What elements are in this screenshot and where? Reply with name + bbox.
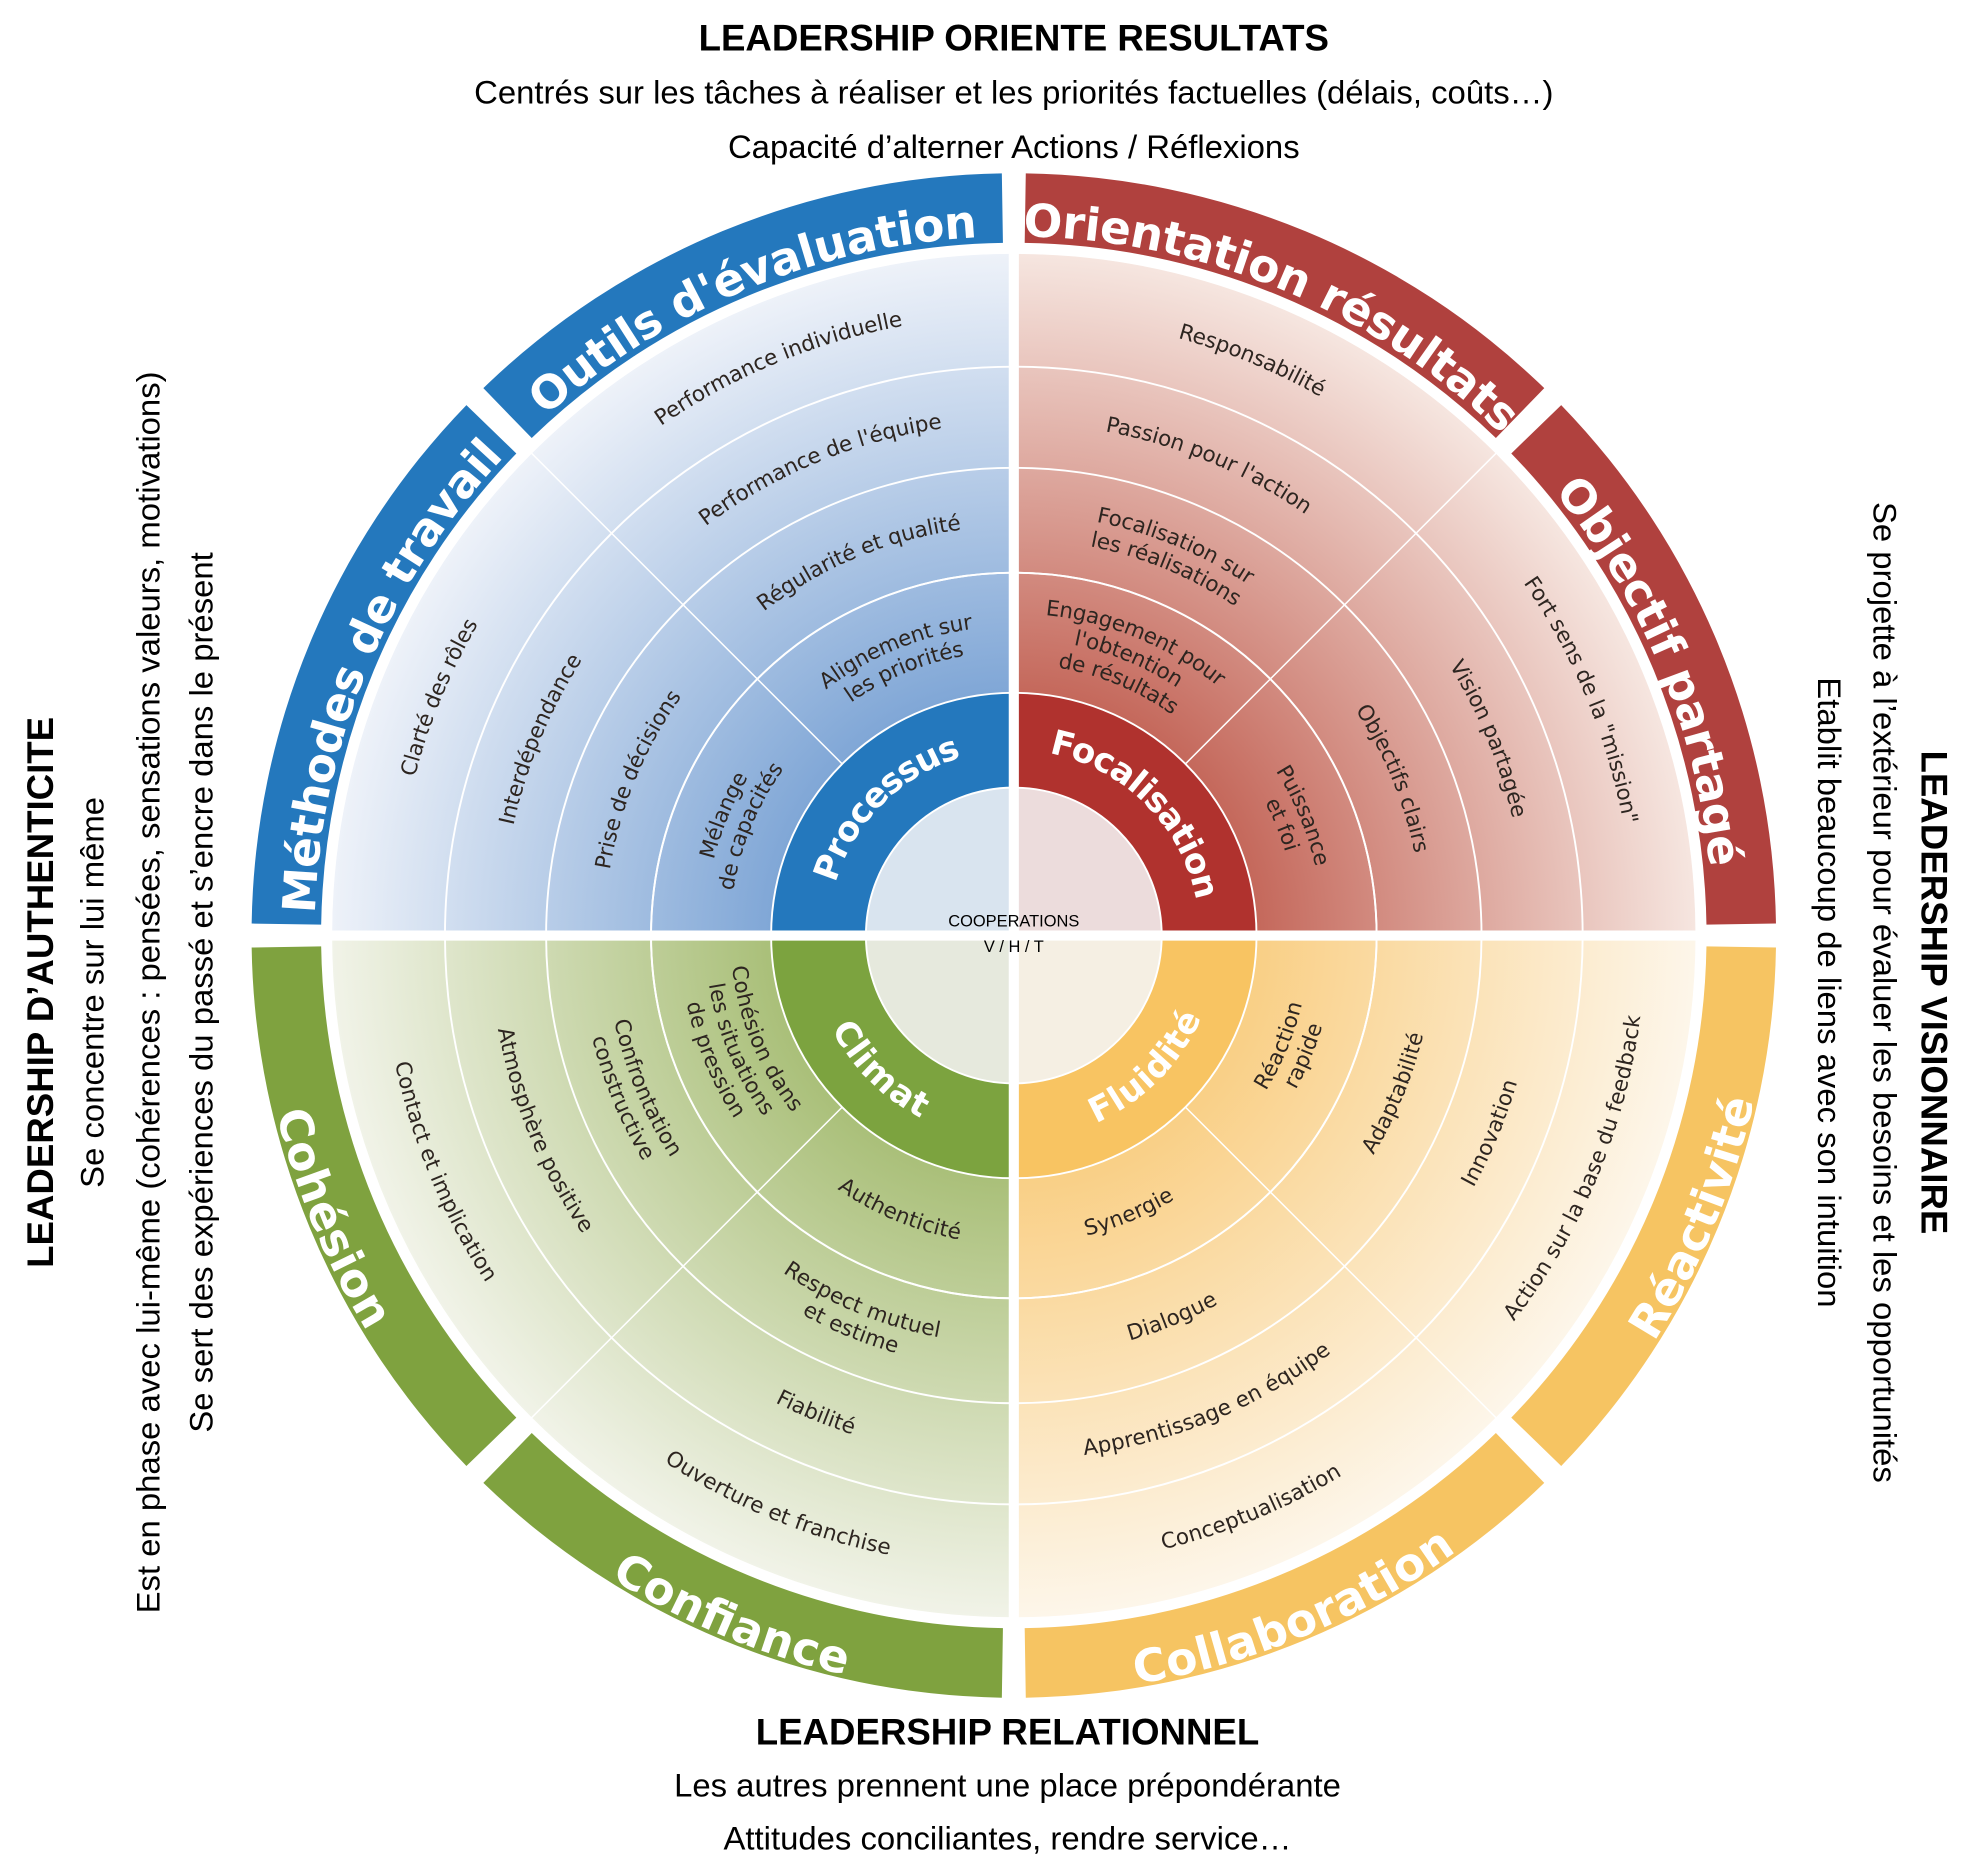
ring-segment[interactable] <box>546 935 1014 1404</box>
diagonal-divider <box>1184 452 1498 765</box>
band-segment[interactable] <box>1511 405 1776 925</box>
band-segment[interactable] <box>1024 173 1545 439</box>
diagonal-divider <box>530 452 843 765</box>
right-line-2: Etablit beaucoup de liens avec son intui… <box>1811 677 1848 1307</box>
top-line-1: Centrés sur les tâches à réaliser et les… <box>474 74 1553 111</box>
center-subtitle: V / H / T <box>984 938 1044 956</box>
right-line-1: Se projette à l’extérieur pour évaluer l… <box>1866 502 1903 1483</box>
ring-segment[interactable] <box>546 467 1014 936</box>
center-hub-quarter <box>865 935 1014 1084</box>
ring-segment[interactable] <box>331 252 1014 936</box>
ring-segment[interactable] <box>1013 252 1697 936</box>
quadrant-top-right <box>1013 173 1776 936</box>
bottom-line-2: Attitudes conciliantes, rendre service… <box>723 1819 1291 1856</box>
ring-segment[interactable] <box>331 935 1014 1619</box>
ring-segment[interactable] <box>1013 935 1697 1619</box>
bottom-caption: LEADERSHIP RELATIONNEL Les autres prenne… <box>674 1712 1341 1857</box>
center-hub-text: COOPERATIONS V / H / T <box>948 913 1079 956</box>
left-line-2: Est en phase avec lui-même (cohérences :… <box>129 371 166 1613</box>
band-segment[interactable] <box>251 946 517 1466</box>
right-caption: LEADERSHIP VISIONNAIRE Se projette à l’e… <box>1811 502 1955 1483</box>
diagonal-divider <box>1184 1106 1498 1419</box>
ring-segment[interactable] <box>1013 935 1482 1404</box>
core-segment-focalisation[interactable] <box>1013 692 1257 936</box>
core-segment-processus[interactable] <box>771 692 1014 936</box>
ring-segment[interactable] <box>1013 467 1482 936</box>
left-caption: LEADERSHIP D’AUTHENTICITE Se concentre s… <box>20 371 219 1613</box>
center-title: COOPERATIONS <box>948 913 1079 931</box>
left-line-1: Se concentre sur lui même <box>74 797 111 1188</box>
bottom-title: LEADERSHIP RELATIONNEL <box>756 1712 1260 1753</box>
band-segment[interactable] <box>1511 946 1776 1466</box>
center-hub-quarter <box>1013 935 1162 1084</box>
left-title: LEADERSHIP D’AUTHENTICITE <box>20 717 61 1268</box>
wheel-separators <box>249 170 1779 1701</box>
diagonal-divider <box>530 1106 843 1419</box>
band-segment[interactable] <box>483 173 1003 439</box>
ring-segment[interactable] <box>444 366 1014 936</box>
right-title: LEADERSHIP VISIONNAIRE <box>1913 750 1954 1234</box>
band-segment[interactable] <box>483 1432 1003 1698</box>
ring-segment[interactable] <box>1013 366 1583 936</box>
top-line-2: Capacité d’alterner Actions / Réflexions <box>728 128 1300 165</box>
band-segment[interactable] <box>1024 1432 1545 1698</box>
ring-segment[interactable] <box>1013 935 1583 1505</box>
band-segment[interactable] <box>251 405 517 925</box>
top-title: LEADERSHIP ORIENTE RESULTATS <box>699 18 1329 59</box>
bottom-line-1: Les autres prennent une place prépondéra… <box>674 1766 1341 1803</box>
left-line-3: Se sert des expériences du passé et s’en… <box>182 552 219 1432</box>
ring-segment[interactable] <box>444 935 1014 1505</box>
center-hub-quarter <box>865 787 1014 936</box>
core-segment-climat[interactable] <box>771 935 1014 1179</box>
core-segment-fluidité[interactable] <box>1013 935 1257 1179</box>
top-caption: LEADERSHIP ORIENTE RESULTATS Centrés sur… <box>474 18 1553 165</box>
center-hub-quarter <box>1013 787 1162 936</box>
